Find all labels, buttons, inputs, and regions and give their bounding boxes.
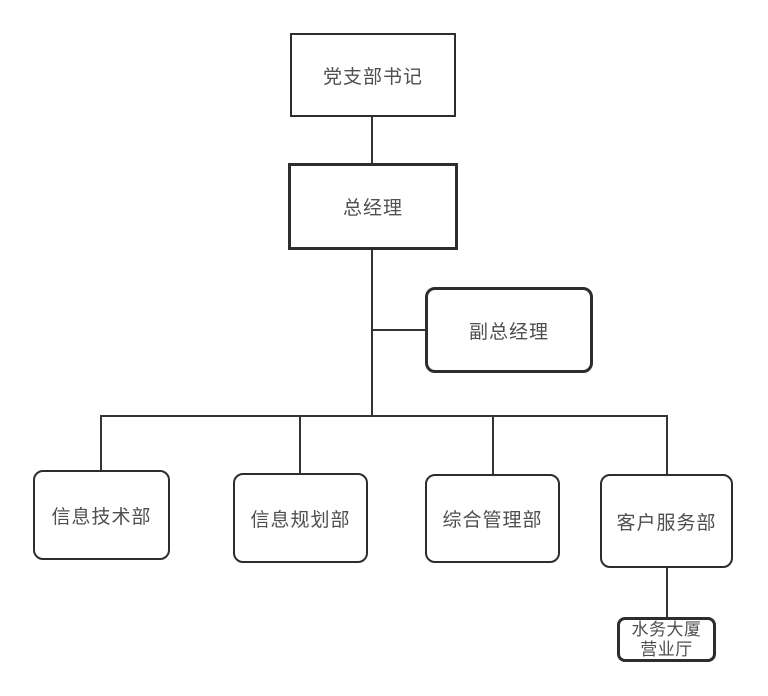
node-info-planning-dept-label: 信息规划部	[250, 509, 351, 531]
node-general-admin-dept: 综合管理部	[425, 474, 560, 563]
node-it-dept: 信息技术部	[33, 470, 170, 560]
node-business-hall: 水务大厦 营业厅	[617, 617, 716, 662]
edge-drop-general-admin-dept	[492, 416, 494, 474]
edge-distribution-bar	[100, 415, 668, 417]
node-general-admin-dept-label: 综合管理部	[442, 510, 543, 531]
node-party-secretary: 党支部书记	[290, 33, 456, 117]
node-business-hall-label: 水务大厦 营业厅	[632, 620, 702, 660]
node-business-hall-label-line2: 营业厅	[640, 639, 693, 659]
node-customer-service-dept: 客户服务部	[600, 474, 733, 568]
node-general-manager: 总经理	[288, 163, 458, 250]
edge-drop-it-dept	[100, 416, 102, 470]
node-general-manager-label: 总经理	[342, 198, 403, 219]
node-business-hall-label-line1: 水务大厦	[631, 619, 702, 639]
node-customer-service-dept-label: 客户服务部	[616, 512, 717, 534]
edge-cs-to-business-hall	[666, 566, 668, 618]
edge-secretary-to-gm	[371, 117, 373, 164]
node-info-planning-dept: 信息规划部	[233, 473, 368, 563]
edge-gm-spine	[371, 250, 373, 417]
node-deputy-general-manager-label: 副总经理	[468, 321, 549, 343]
edge-gm-to-deputy	[371, 329, 425, 331]
edge-drop-customer-service-dept	[666, 416, 668, 474]
node-deputy-general-manager: 副总经理	[425, 287, 593, 373]
edge-drop-info-planning-dept	[299, 416, 301, 473]
node-party-secretary-label: 党支部书记	[322, 66, 423, 88]
node-it-dept-label: 信息技术部	[51, 506, 152, 528]
